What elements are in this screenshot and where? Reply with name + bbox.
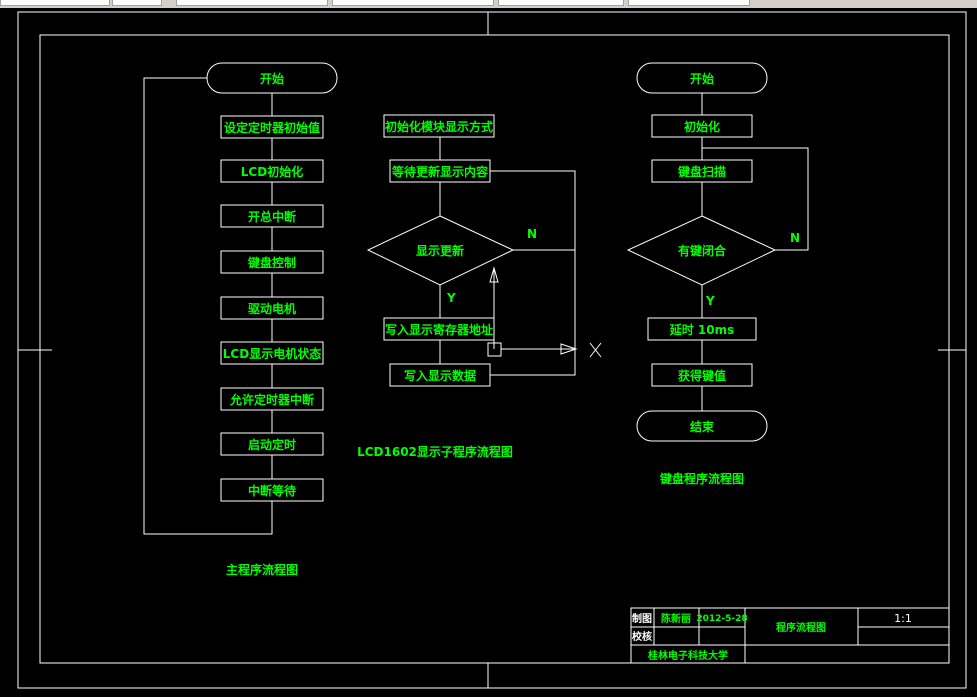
inner-frame xyxy=(39,34,950,664)
main-step-label: 设定定时器初始值 xyxy=(224,120,320,135)
key-yes-label: Y xyxy=(705,294,715,308)
toolbar-field[interactable] xyxy=(498,0,624,6)
main-step-label: 允许定时器中断 xyxy=(229,392,314,407)
toolbar-field[interactable] xyxy=(176,0,328,6)
lcd-no-label: N xyxy=(527,227,537,241)
ucs-arrow-icon xyxy=(560,343,578,355)
toolbar-field[interactable] xyxy=(628,0,750,6)
drawn-label: 制图 xyxy=(632,612,652,625)
main-caption: 主程序流程图 xyxy=(226,562,298,577)
key-end-label: 结束 xyxy=(690,419,715,434)
key-end-terminal xyxy=(636,410,768,442)
main-step-label: 启动定时 xyxy=(248,437,296,452)
title-block: 制图 陈新丽 2012-5-28 校核 程序流程图 1:1 桂林电子科技大学 xyxy=(630,607,950,664)
key-scan-label: 键盘扫描 xyxy=(677,164,726,179)
toolbar-field[interactable] xyxy=(332,0,494,6)
lcd-init-label: 初始化模块显示方式 xyxy=(385,119,493,134)
lcd-flowchart: 初始化模块显示方式 等待更新显示内容 显示更新 Y N 写入显示寄存器地址 写入… xyxy=(357,114,602,459)
main-step-label: LCD显示电机状态 xyxy=(223,346,321,361)
lcd-wait-label: 等待更新显示内容 xyxy=(391,164,488,179)
main-step-label: 驱动电机 xyxy=(248,301,296,316)
lcd-return-line xyxy=(490,170,576,376)
lcd-yes-label: Y xyxy=(446,291,456,305)
ucs-arrow-icon xyxy=(489,266,499,283)
key-loop-line xyxy=(702,147,809,251)
center-marks xyxy=(18,12,966,688)
drawn-name: 陈新丽 xyxy=(661,612,691,625)
start-label: 开始 xyxy=(260,71,284,86)
key-decision-label: 有键闭合 xyxy=(678,243,727,258)
key-flowchart: 开始 初始化 键盘扫描 有键闭合 N Y 延时 10ms 获得键值 结束 键盘程… xyxy=(626,62,809,486)
toolbar-field[interactable] xyxy=(112,0,162,6)
key-no-label: N xyxy=(790,231,800,245)
lcd-decision-label: 显示更新 xyxy=(416,243,464,258)
lcd-write-data-label: 写入显示数据 xyxy=(404,368,476,383)
school: 桂林电子科技大学 xyxy=(647,649,728,662)
check-label: 校核 xyxy=(632,630,652,643)
key-delay-label: 延时 10ms xyxy=(669,322,735,337)
key-init-label: 初始化 xyxy=(684,119,720,134)
main-step-label: 中断等待 xyxy=(248,483,296,498)
toolbar-field[interactable] xyxy=(0,0,110,6)
main-step-label: 键盘控制 xyxy=(247,255,296,270)
drawing-title: 程序流程图 xyxy=(776,621,826,634)
loop-line xyxy=(143,77,273,535)
main-step-label: LCD初始化 xyxy=(241,164,303,179)
main-step-label: 开总中断 xyxy=(248,209,296,224)
key-get-label: 获得键值 xyxy=(677,368,726,383)
date: 2012-5-28 xyxy=(696,614,747,624)
lcd-write-addr-label: 写入显示寄存器地址 xyxy=(385,322,493,337)
lcd-caption: LCD1602显示子程序流程图 xyxy=(357,444,513,459)
scale: 1:1 xyxy=(894,612,912,625)
key-start-label: 开始 xyxy=(690,71,714,86)
key-caption: 键盘程序流程图 xyxy=(659,471,744,486)
lcd-init-box xyxy=(383,114,495,138)
